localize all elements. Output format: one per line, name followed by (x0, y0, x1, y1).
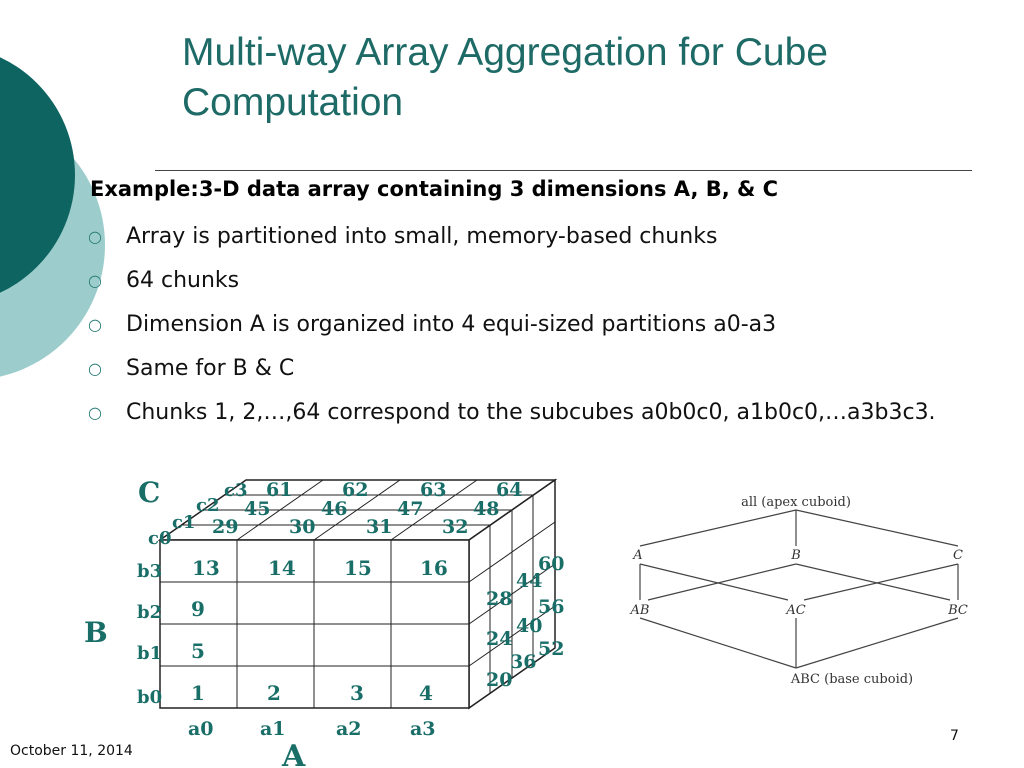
hollow-circle-icon: ○ (88, 271, 102, 290)
chunk-number: 13 (192, 556, 220, 580)
chunk-number: 56 (538, 596, 564, 618)
chunk-array-figure: C B A c0 c1 c2 c3 b3 b2 b1 b0 a0 a1 a2 a… (84, 476, 564, 768)
chunk-number: 46 (321, 498, 347, 520)
chunk-number: 61 (266, 479, 292, 501)
chunk-number: 9 (191, 597, 205, 621)
bullet-item: ○64 chunks (88, 266, 988, 296)
chunk-number: 31 (366, 516, 392, 538)
chunk-number: 44 (516, 570, 542, 592)
chunk-number: 45 (244, 498, 270, 520)
chunk-number: 36 (510, 651, 536, 673)
hollow-circle-icon: ○ (88, 315, 102, 334)
axis-b-title: B (84, 616, 108, 649)
teal-circle-decoration (0, 57, 105, 377)
b0-label: b0 (137, 687, 162, 708)
hollow-circle-icon: ○ (88, 227, 102, 246)
chunk-number: 14 (268, 556, 296, 580)
chunk-number: 24 (486, 628, 512, 650)
chunk-number: 64 (496, 479, 522, 501)
bullet-item: ○Same for B & C (88, 354, 988, 384)
page-number: 7 (950, 728, 959, 744)
footer-date: October 11, 2014 (10, 743, 133, 759)
c1-label: c1 (172, 512, 195, 533)
cuboid-lattice-figure: all (apex cuboid) A B C AB AC BC ABC (ba… (630, 495, 968, 687)
chunk-number: 3 (350, 681, 364, 705)
chunk-number: 5 (191, 639, 205, 663)
cuboid-ab-label: AB (630, 603, 650, 618)
a1-label: a1 (260, 718, 286, 740)
chunk-number: 16 (420, 556, 448, 580)
c0-label: c0 (148, 528, 171, 549)
axis-c-title: C (138, 476, 160, 509)
chunk-number: 2 (267, 681, 281, 705)
chunk-number: 15 (344, 556, 372, 580)
cuboid-c-label: C (953, 548, 963, 563)
chunk-number: 52 (538, 638, 564, 660)
chunk-number: 47 (397, 498, 423, 520)
chunk-number: 63 (420, 479, 446, 501)
a0-label: a0 (188, 718, 214, 740)
a2-label: a2 (336, 718, 362, 740)
bullet-item: ○Dimension A is organized into 4 equi-si… (88, 310, 988, 340)
chunk-number: 4 (419, 681, 433, 705)
hollow-circle-icon: ○ (88, 359, 102, 378)
base-cuboid-label: ABC (base cuboid) (790, 672, 913, 687)
slide-title: Multi-way Array Aggregation for Cube Com… (182, 31, 828, 124)
b3-label: b3 (137, 561, 162, 582)
b2-label: b2 (137, 602, 162, 623)
title-divider (155, 170, 972, 171)
chunk-number: 40 (516, 615, 542, 637)
c2-label: c2 (196, 495, 219, 516)
chunk-number: 30 (289, 516, 315, 538)
chunk-number: 1 (191, 681, 205, 705)
chunk-number: 29 (212, 516, 238, 538)
cuboid-a-label: A (632, 548, 642, 563)
chunk-number: 62 (342, 479, 368, 501)
bullet-item: ○Array is partitioned into small, memory… (88, 222, 988, 252)
a3-label: a3 (410, 718, 436, 740)
chunk-number: 28 (486, 588, 512, 610)
c3-label: c3 (224, 480, 247, 501)
b1-label: b1 (137, 643, 162, 664)
chunk-number: 48 (473, 498, 499, 520)
chunk-number: 32 (442, 516, 468, 538)
bullet-list: ○Array is partitioned into small, memory… (88, 222, 988, 442)
bullet-item: ○Chunks 1, 2,…,64 correspond to the subc… (88, 398, 988, 428)
hollow-circle-icon: ○ (88, 403, 102, 422)
example-heading: Example:3-D data array containing 3 dime… (90, 177, 779, 201)
chunk-number: 20 (486, 669, 512, 691)
chunk-number: 60 (538, 553, 564, 575)
axis-a-title: A (281, 739, 306, 768)
cuboid-bc-label: BC (947, 603, 968, 618)
cuboid-ac-label: AC (785, 603, 805, 618)
apex-cuboid-label: all (apex cuboid) (741, 495, 851, 510)
cuboid-b-label: B (790, 548, 801, 563)
